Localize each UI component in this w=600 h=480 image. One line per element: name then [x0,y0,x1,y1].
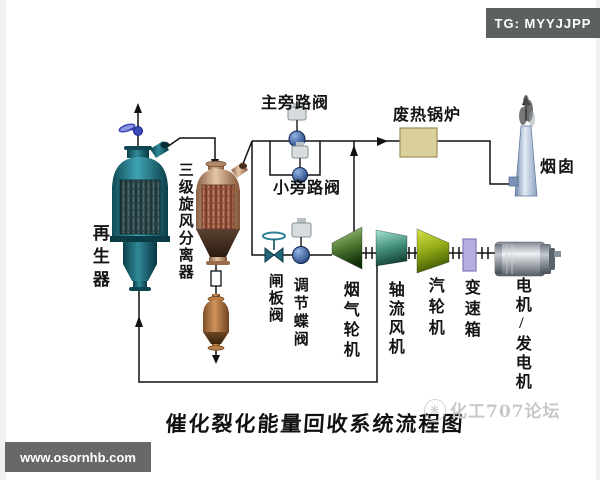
coupling-fan-steamturbine [407,247,417,259]
butterfly-valve [291,218,312,264]
label-chimney: 烟囱 [540,159,577,176]
small-bypass-actuator-knob [296,142,304,147]
regenerator-vessel [110,141,170,291]
cyclone-panel [201,184,235,230]
butterfly-actuator-knob [297,218,306,224]
regenerator-bottom-flange [129,287,151,291]
gate-valve-body [264,246,284,264]
gearbox-body [462,238,477,272]
page-edge-right [596,0,600,480]
cyclone-cone [196,229,240,257]
coupling-steamturbine-gearbox [449,247,463,259]
page-edge-left [0,0,6,480]
cyclone-neck-flange [205,160,227,168]
label-waste-heat-boiler: 废热锅炉 [393,107,462,124]
pipe-air-return [138,264,378,383]
label-small-bypass-valve: 小旁路阀 [273,180,342,197]
label-butterfly-valve: 调节蝶阀 [291,277,308,349]
dust-pot-dome [203,300,229,316]
dust-pot-bottom-flange [207,345,225,351]
motor-generator-body [494,241,561,277]
vent-valve [118,123,143,136]
regenerator-lower-shell [123,242,157,264]
regenerator-nozzle-opening [160,141,170,149]
regenerator-cone [123,264,157,281]
waste-heat-boiler-box [399,127,438,158]
watermark-logo-icon: ✳ [424,398,446,421]
motor-ribs [506,244,513,274]
arrow-up-riser [350,145,358,156]
chimney-body [514,125,538,197]
cyclone-bottom-flange [206,261,230,265]
coupling-turbine-fan [362,247,376,259]
dust-pot-cone [203,332,229,344]
cyclone-bottom-nozzle [209,257,227,262]
arrow-up-into-regenerator [135,316,143,327]
label-flue-gas-turbine: 烟气轮机 [340,281,358,361]
smoke-puff [519,107,527,125]
pipe-regenerator-to-cyclone [166,137,216,162]
butterfly-body [292,246,310,264]
regenerator-panel [119,179,161,235]
arrow-right-to-boiler [377,137,388,146]
arrow-up-vent [134,103,142,113]
small-bypass-valve [291,142,309,183]
gate-valve-handwheel [262,231,286,241]
butterfly-actuator [291,222,312,238]
smoke-puff [523,95,529,109]
vent-valve-body [133,126,143,136]
regenerator-flange-band [110,236,170,242]
motor-shell [494,241,546,277]
motor-rear-cap [549,248,555,270]
coupling-gearbox-motor [476,247,495,259]
label-steam-turbine: 汽轮机 [425,277,443,340]
pipe-boiler-to-chimney [437,140,516,185]
chimney-stack [508,95,538,197]
motor-rear-section [540,244,551,274]
steam-turbine-body [416,228,450,274]
label-regenerator: 再生器 [89,224,109,293]
label-gearbox: 变速箱 [461,279,479,342]
cyclone-vessel [196,160,248,265]
small-bypass-actuator [291,145,309,159]
watermark: ✳ 化工707论坛 [424,397,561,422]
smoke-puff [529,111,535,127]
flue-gas-turbine-body [331,226,363,270]
regenerator-neck [127,149,149,158]
dust-pot-shell [203,313,229,332]
watermark-text: 化工707论坛 [450,402,561,422]
label-gate-valve: 闸板阀 [266,273,283,324]
label-motor-generator: 电机/发电机 [512,277,530,392]
tg-badge: TG: MYYJJPP [486,8,600,38]
axial-fan-body [375,229,408,267]
motor-shaft [554,251,561,257]
site-badge: www.osornhb.com [5,442,151,472]
motor-front-cap [495,244,502,274]
dipleg-orifice [210,270,222,287]
label-cyclone-separator: 三级旋风分离器 [176,162,193,281]
main-bypass-actuator-knob [293,103,301,108]
small-bypass-body [292,167,308,183]
label-axial-fan: 轴流风机 [385,281,403,357]
chimney-inlet-nozzle [508,176,519,187]
regenerator-neck-flange [124,146,152,150]
arrow-down-pot-discharge [212,355,220,364]
label-main-bypass-valve: 主旁路阀 [261,95,330,112]
vent-valve-handwheel [118,123,136,133]
cyclone-nozzle-opening [239,163,247,169]
regenerator-bottom-nozzle [133,281,147,288]
dust-pot [203,294,229,351]
gate-valve [262,231,286,264]
